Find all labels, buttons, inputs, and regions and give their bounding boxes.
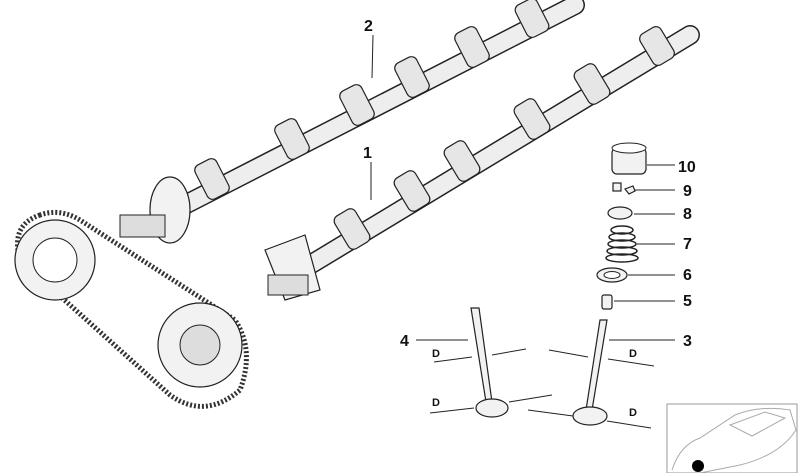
location-marker	[692, 460, 704, 472]
callout-4: 4	[400, 333, 409, 350]
valve-3	[572, 319, 608, 426]
dimension-d-head-3: D	[629, 407, 637, 419]
callout-7: 7	[683, 236, 692, 253]
callout-9: 9	[683, 183, 692, 200]
callout-5: 5	[683, 293, 692, 310]
camshaft-2	[119, 0, 585, 244]
valve-4	[470, 307, 509, 418]
dimension-d-head-4: D	[432, 397, 440, 409]
callout-10: 10	[678, 159, 696, 176]
valve-components	[596, 142, 647, 310]
spring-retainer	[607, 206, 633, 220]
dimension-d-stem-3: D	[629, 348, 637, 360]
camshaft-1	[264, 25, 700, 301]
callout-3: 3	[683, 333, 692, 350]
dimension-d-stem-4: D	[432, 348, 440, 360]
timing-chain	[14, 209, 249, 409]
leader-lines	[370, 34, 675, 429]
valve-spring	[605, 225, 639, 263]
callout-1: 1	[363, 145, 372, 162]
valve-cotter	[612, 182, 622, 192]
car-location-thumbnail	[666, 403, 798, 473]
spring-seat	[601, 294, 613, 310]
callout-8: 8	[683, 206, 692, 223]
callout-2: 2	[364, 18, 373, 35]
callout-6: 6	[683, 267, 692, 284]
